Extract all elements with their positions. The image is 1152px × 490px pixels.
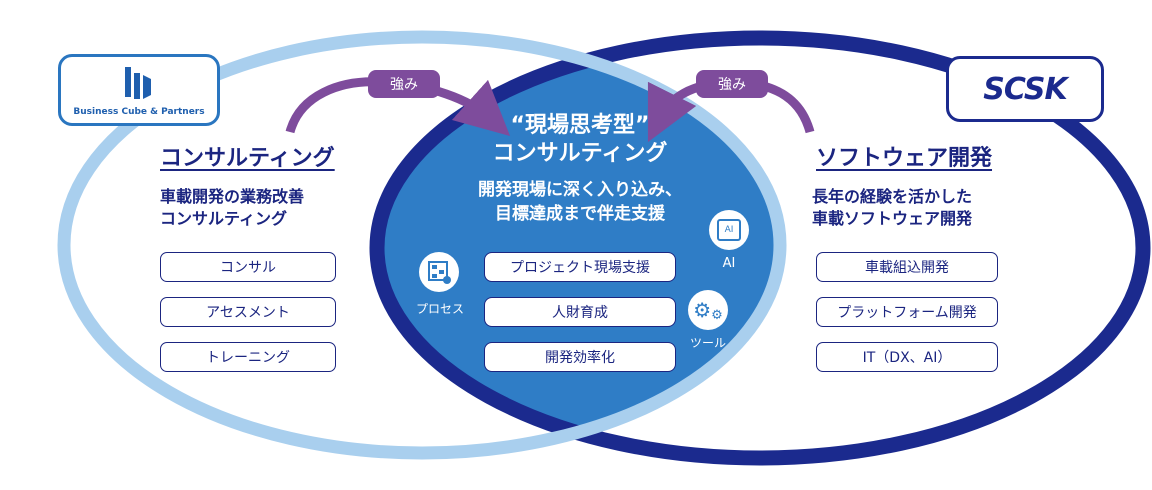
left-item: コンサル <box>160 252 336 282</box>
business-cube-logo-mark <box>125 67 151 99</box>
right-subtitle-line: 車載ソフトウェア開発 <box>812 209 973 228</box>
center-item: プロジェクト現場支援 <box>484 252 676 282</box>
left-item: アセスメント <box>160 297 336 327</box>
ai-chip-icon: AI <box>709 210 749 250</box>
center-item: 開発効率化 <box>484 342 676 372</box>
tool-label: ツール <box>689 336 726 350</box>
left-subtitle: 車載開発の業務改善 コンサルティング <box>160 186 304 230</box>
gears-icon: ⚙⚙ <box>688 290 728 330</box>
right-heading: ソフトウェア開発 <box>816 146 993 171</box>
right-subtitle-line: 長年の経験を活かした <box>812 187 973 206</box>
left-subtitle-line: 車載開発の業務改善 <box>160 187 305 206</box>
left-item: トレーニング <box>160 342 336 372</box>
center-subtitle-line: 目標達成まで伴走支援 <box>495 204 665 224</box>
left-heading: コンサルティング <box>160 146 335 171</box>
left-ellipse <box>57 30 787 460</box>
strength-tag-left: 強み <box>368 70 440 98</box>
process-icon <box>419 252 459 292</box>
right-subtitle: 長年の経験を活かした 車載ソフトウェア開発 <box>812 186 972 230</box>
right-item: IT（DX、AI） <box>816 342 998 372</box>
ai-chip-glyph: AI <box>717 219 741 241</box>
business-cube-logo-text: Business Cube & Partners <box>73 107 205 117</box>
center-subtitle-line: 開発現場に深く入り込み、 <box>478 180 682 200</box>
strength-tag-right: 強み <box>696 70 768 98</box>
process-label: プロセス <box>415 302 464 316</box>
center-item: 人財育成 <box>484 297 676 327</box>
right-item: プラットフォーム開発 <box>816 297 998 327</box>
center-title: “現場思考型” コンサルティング <box>440 112 720 168</box>
scsk-logo: SCSK <box>946 56 1104 122</box>
business-cube-logo: Business Cube & Partners <box>58 54 220 126</box>
scsk-logo-text: SCSK <box>983 71 1067 107</box>
right-ellipse <box>369 30 1151 466</box>
left-subtitle-line: コンサルティング <box>160 209 288 228</box>
center-title-line: “現場思考型” <box>510 113 650 138</box>
right-item: 車載組込開発 <box>816 252 998 282</box>
center-title-line: コンサルティング <box>492 141 668 166</box>
center-subtitle: 開発現場に深く入り込み、 目標達成まで伴走支援 <box>430 178 730 226</box>
ai-label: AI <box>722 256 736 271</box>
